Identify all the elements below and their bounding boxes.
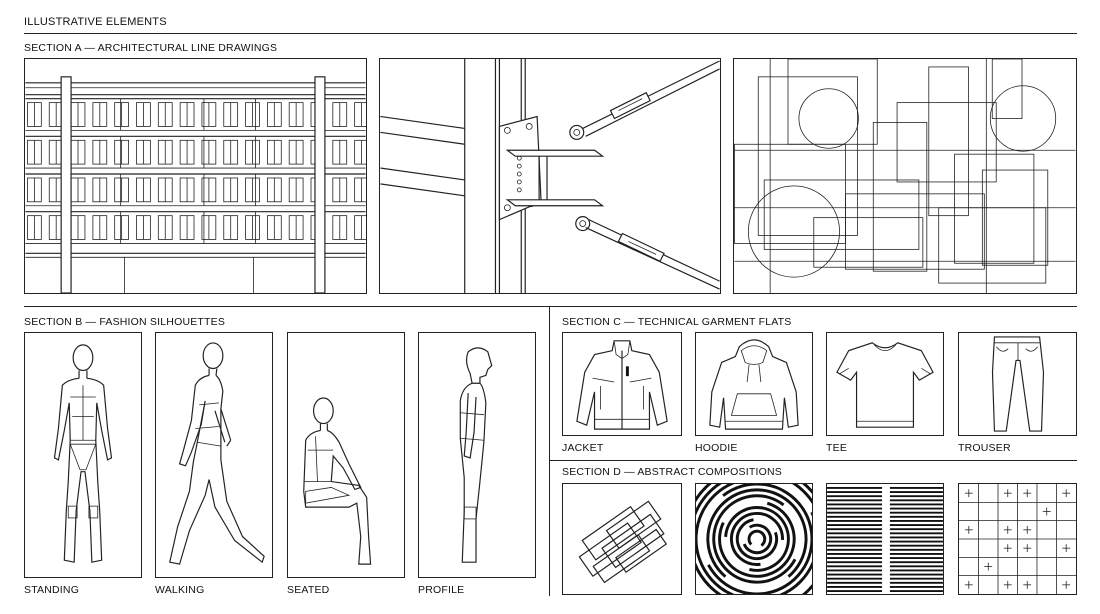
building-facade-svg — [25, 76, 366, 293]
garment-tee — [826, 332, 944, 436]
header-divider — [24, 33, 1077, 34]
abstract-concentric-arcs — [695, 483, 813, 595]
section-b-c-divider — [549, 306, 550, 596]
tee-flat-svg — [836, 342, 934, 428]
figure-profile-label: PROFILE — [418, 584, 465, 596]
garment-hoodie-label: HOODIE — [695, 442, 738, 454]
abstract-grid — [958, 483, 1077, 595]
seated-figure-svg — [303, 397, 372, 565]
abstract-overlap-svg — [734, 59, 1076, 293]
garment-trouser-label: TROUSER — [958, 442, 1011, 454]
grid-svg — [959, 484, 1076, 594]
section-a-title: SECTION A — ARCHITECTURAL LINE DRAWINGS — [24, 42, 278, 54]
standing-figure-svg — [53, 344, 113, 563]
abstract-stripes — [826, 483, 944, 595]
figure-profile — [418, 332, 536, 578]
diamonds-svg — [578, 500, 668, 584]
section-c-title: SECTION C — TECHNICAL GARMENT FLATS — [562, 316, 792, 328]
section-c-divider — [549, 460, 1077, 461]
trouser-flat-svg — [991, 336, 1045, 432]
garment-tee-label: TEE — [826, 442, 848, 454]
garment-jacket — [562, 332, 682, 436]
figure-standing-label: STANDING — [24, 584, 80, 596]
concentric-arcs-svg — [696, 484, 812, 594]
profile-figure-svg — [459, 347, 493, 563]
section-b-title: SECTION B — FASHION SILHOUETTES — [24, 316, 226, 328]
abstract-diamonds — [562, 483, 682, 595]
steel-connection-drawing — [379, 58, 721, 294]
stripes-svg — [827, 484, 943, 594]
figure-walking — [155, 332, 273, 578]
figure-seated — [287, 332, 405, 578]
figure-seated-label: SEATED — [287, 584, 330, 596]
section-a-divider — [24, 306, 1077, 307]
walking-figure-svg — [169, 342, 265, 565]
figure-standing — [24, 332, 142, 578]
figure-walking-label: WALKING — [155, 584, 205, 596]
garment-hoodie — [695, 332, 813, 436]
hoodie-flat-svg — [709, 339, 799, 430]
abstract-overlap-drawing — [733, 58, 1077, 294]
garment-trouser — [958, 332, 1077, 436]
page-title: ILLUSTRATIVE ELEMENTS — [24, 16, 167, 28]
section-d-title: SECTION D — ABSTRACT COMPOSITIONS — [562, 466, 782, 478]
building-facade-drawing — [24, 58, 367, 294]
jacket-flat-svg — [576, 340, 668, 430]
garment-jacket-label: JACKET — [562, 442, 604, 454]
steel-connection-svg — [380, 59, 720, 293]
